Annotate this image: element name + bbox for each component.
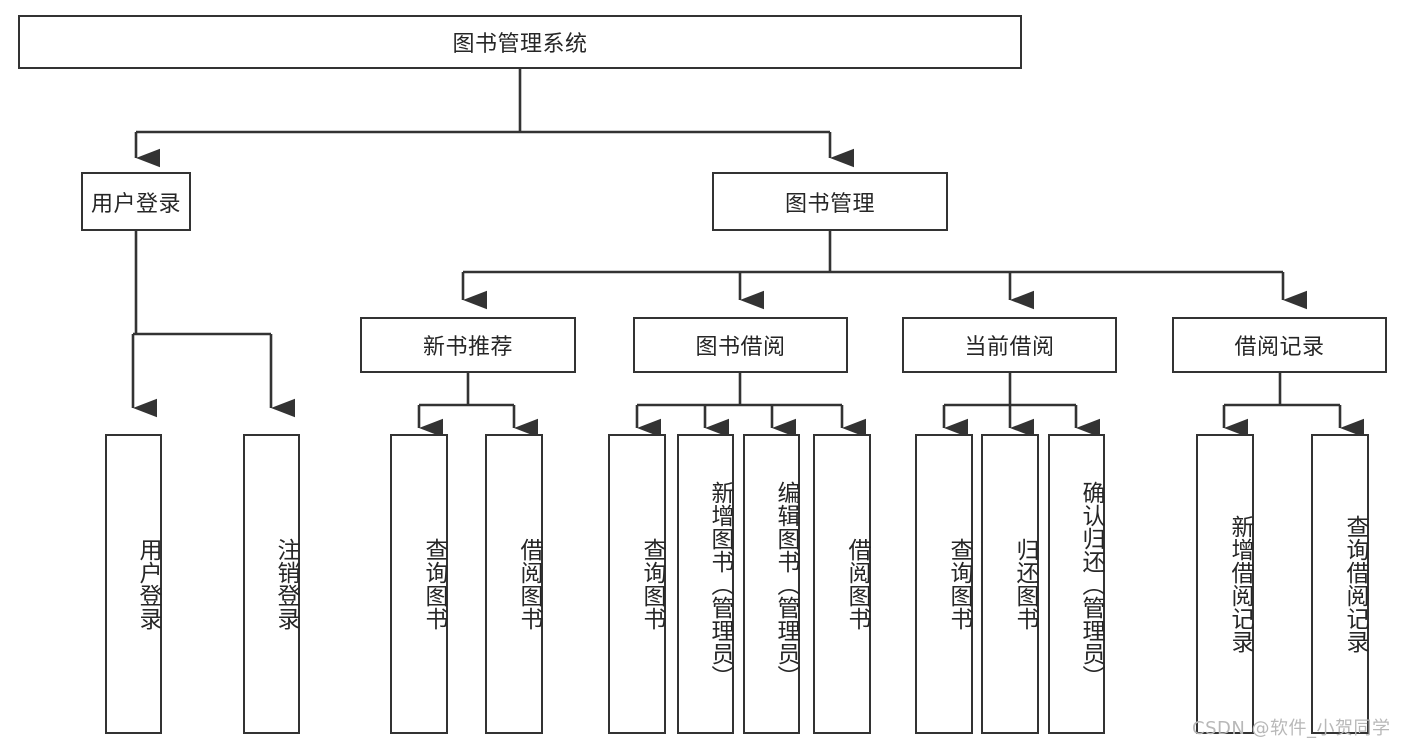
node-leaf-add-book[interactable]: 新增图书（管理员）: [677, 434, 734, 734]
node-leaf-confirm-return[interactable]: 确认归还（管理员）: [1048, 434, 1105, 734]
node-leaf-add-record-label: 新增借阅记录: [1227, 515, 1253, 653]
node-user-login[interactable]: 用户登录: [81, 172, 191, 231]
node-leaf-query-book-2-label: 查询图书: [639, 538, 665, 630]
node-leaf-logout[interactable]: 注销登录: [243, 434, 300, 734]
node-user-login-label: 用户登录: [90, 191, 181, 217]
node-book-manage-label: 图书管理: [784, 191, 875, 217]
node-leaf-query-book-1-label: 查询图书: [421, 538, 447, 630]
node-book-borrow-label: 图书借阅: [695, 335, 786, 360]
node-leaf-add-record[interactable]: 新增借阅记录: [1196, 434, 1254, 734]
node-borrow-record-label: 借阅记录: [1234, 335, 1325, 360]
node-new-book-rec[interactable]: 新书推荐: [360, 317, 576, 373]
node-current-borrow-label: 当前借阅: [964, 335, 1055, 360]
node-leaf-logout-label: 注销登录: [273, 538, 299, 630]
node-new-book-rec-label: 新书推荐: [422, 335, 513, 360]
node-root-label: 图书管理系统: [452, 32, 588, 57]
node-leaf-query-record[interactable]: 查询借阅记录: [1311, 434, 1369, 734]
node-leaf-query-book-1[interactable]: 查询图书: [390, 434, 448, 734]
node-leaf-query-record-label: 查询借阅记录: [1342, 515, 1368, 653]
node-leaf-query-book-3[interactable]: 查询图书: [915, 434, 973, 734]
node-leaf-return-book-label: 归还图书: [1012, 538, 1038, 630]
node-leaf-confirm-return-label: 确认归还（管理员）: [1078, 480, 1104, 688]
node-leaf-user-login-label: 用户登录: [135, 538, 161, 630]
node-book-manage[interactable]: 图书管理: [712, 172, 948, 231]
node-leaf-query-book-2[interactable]: 查询图书: [608, 434, 666, 734]
node-leaf-borrow-book-2[interactable]: 借阅图书: [813, 434, 871, 734]
node-leaf-return-book[interactable]: 归还图书: [981, 434, 1039, 734]
node-leaf-borrow-book-2-label: 借阅图书: [844, 538, 870, 630]
node-leaf-borrow-book-1-label: 借阅图书: [516, 538, 542, 630]
node-leaf-borrow-book-1[interactable]: 借阅图书: [485, 434, 543, 734]
node-current-borrow[interactable]: 当前借阅: [902, 317, 1117, 373]
node-borrow-record[interactable]: 借阅记录: [1172, 317, 1387, 373]
node-leaf-query-book-3-label: 查询图书: [946, 538, 972, 630]
node-book-borrow[interactable]: 图书借阅: [633, 317, 848, 373]
node-leaf-edit-book[interactable]: 编辑图书（管理员）: [743, 434, 800, 734]
node-leaf-user-login[interactable]: 用户登录: [105, 434, 162, 734]
csdn-watermark: CSDN @软件_小贺同学: [1192, 718, 1391, 739]
node-root[interactable]: 图书管理系统: [18, 15, 1022, 69]
node-leaf-edit-book-label: 编辑图书（管理员）: [773, 480, 799, 688]
node-leaf-add-book-label: 新增图书（管理员）: [707, 480, 733, 688]
